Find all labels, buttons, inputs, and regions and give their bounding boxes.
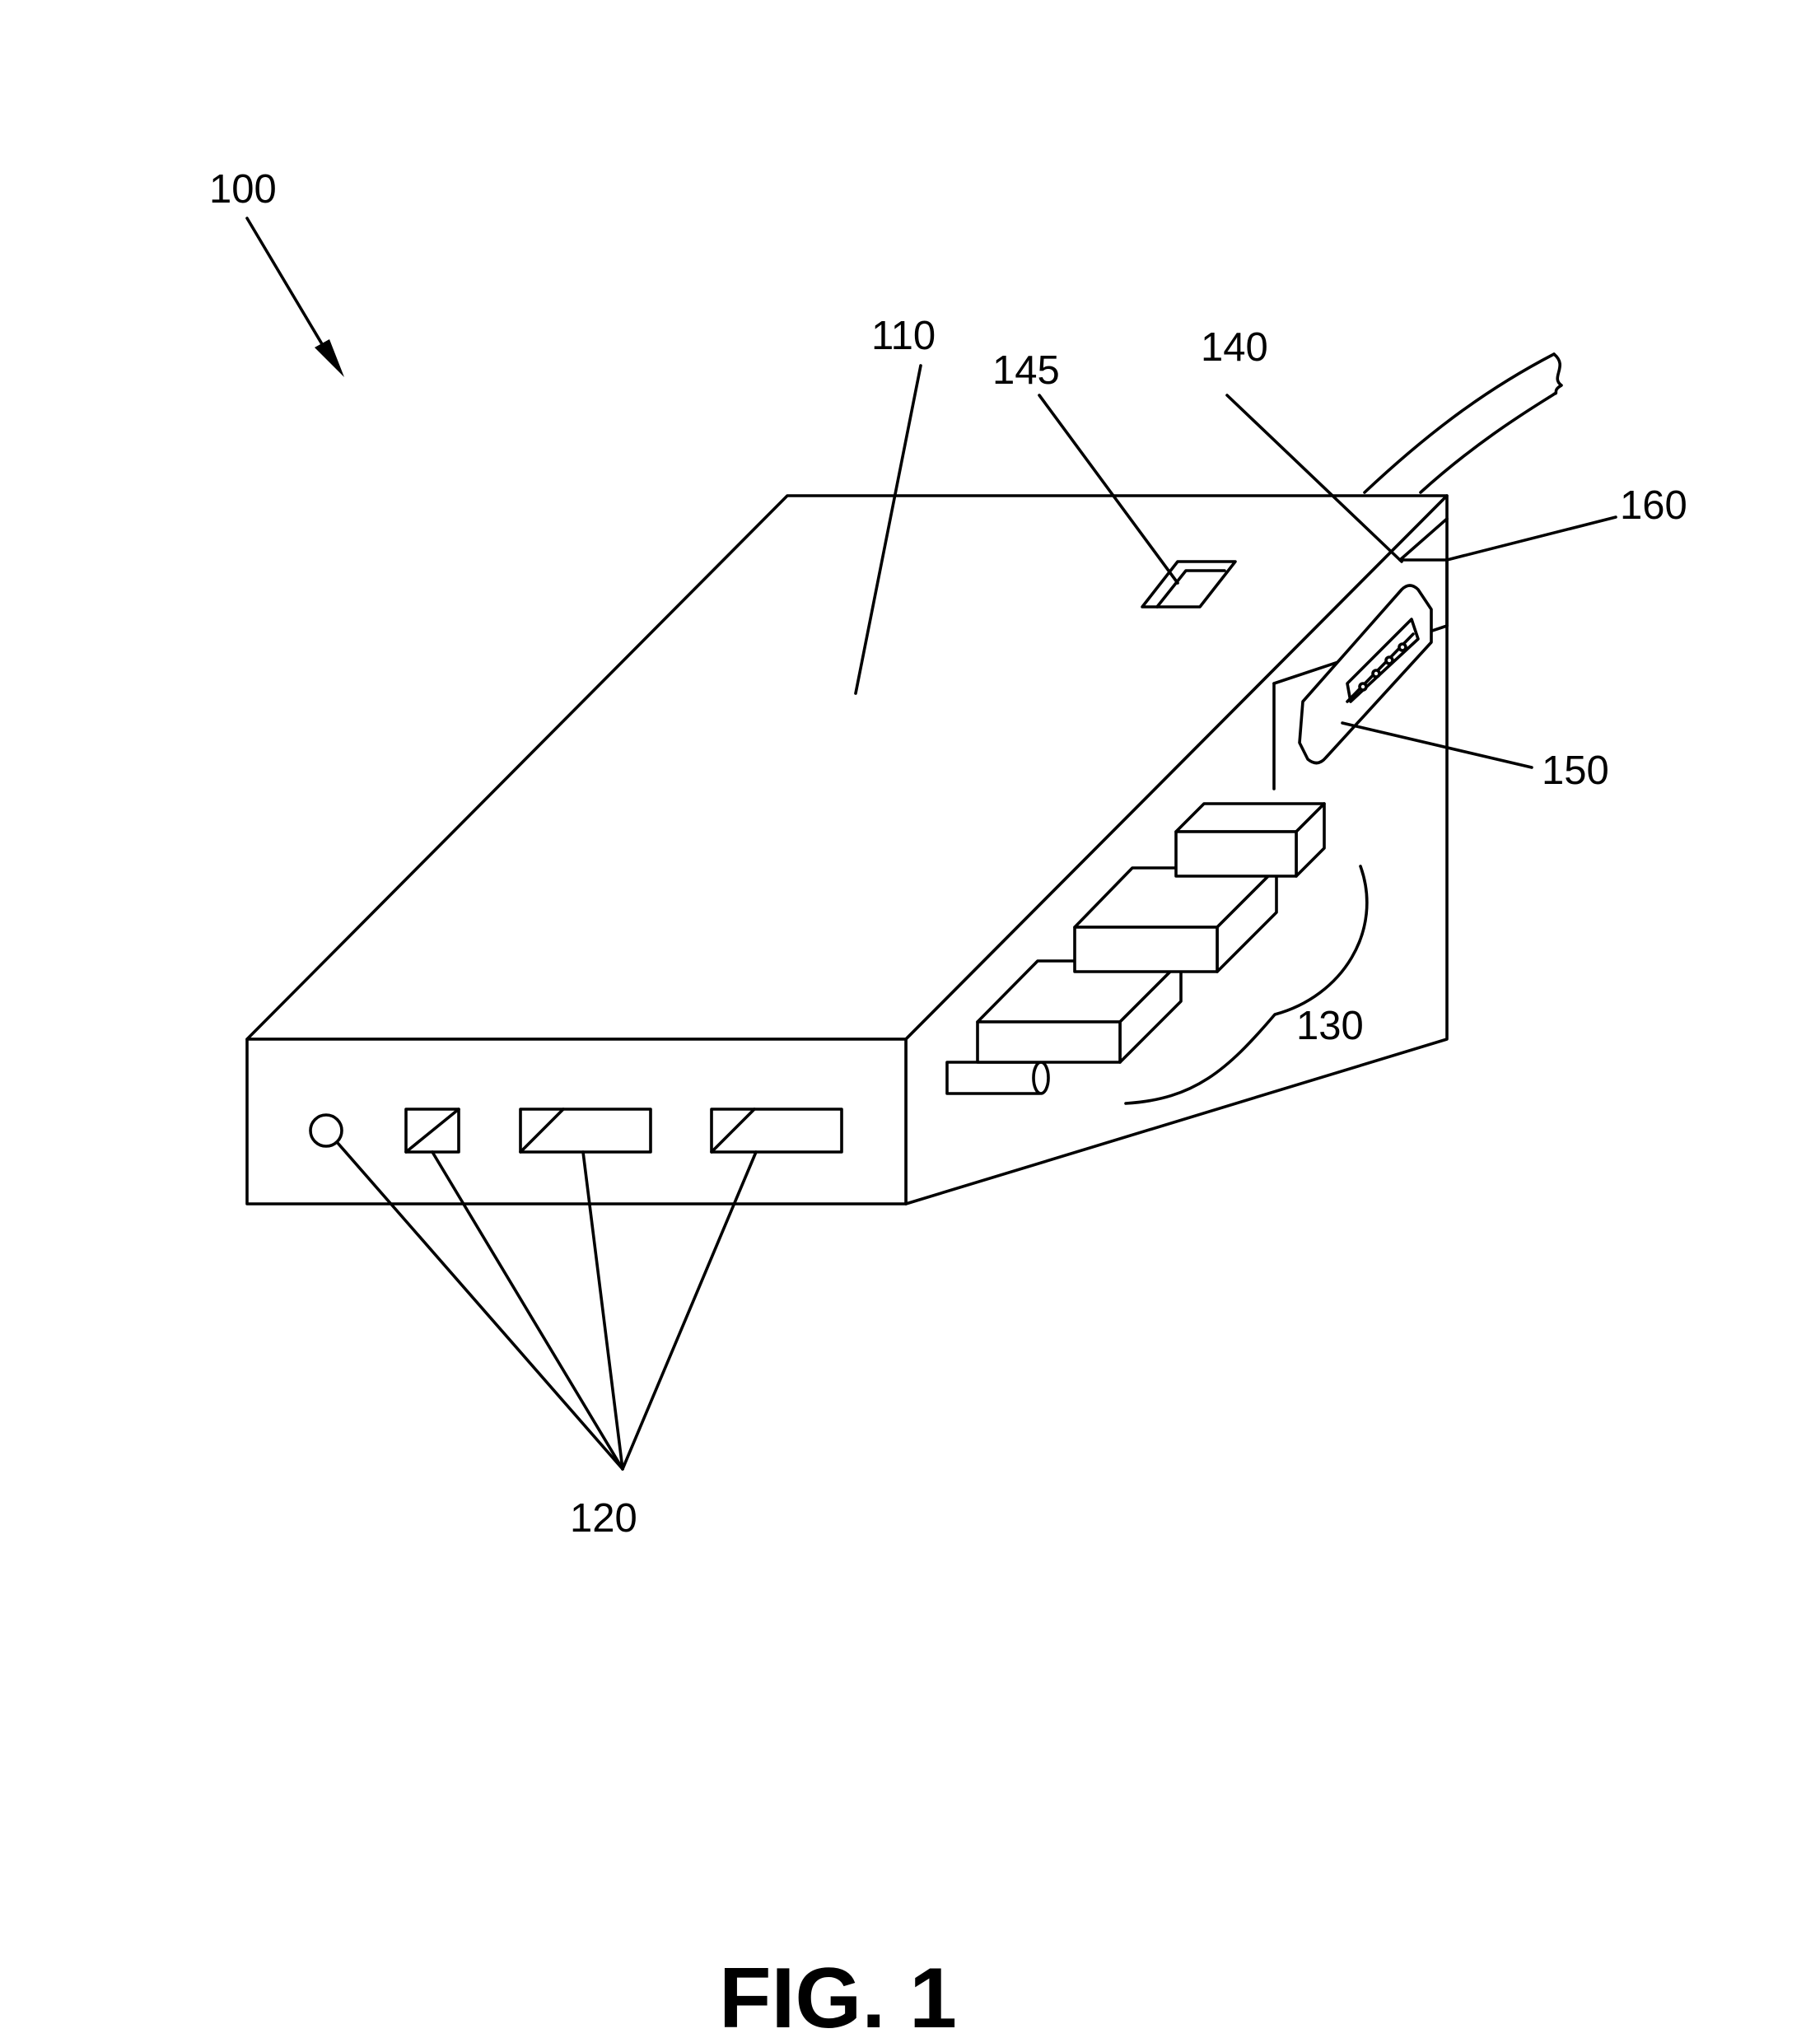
front-port-round (310, 1115, 342, 1146)
ref-150: 150 (1542, 749, 1609, 793)
ref-145: 145 (992, 348, 1060, 393)
leader-160 (1447, 517, 1616, 560)
side-port-pin (947, 1062, 1048, 1094)
figure-caption: FIG. 1 (719, 1951, 957, 2038)
ref-160: 160 (1620, 483, 1687, 528)
cable (1365, 354, 1561, 492)
ref-110: 110 (871, 314, 936, 358)
arrowhead-100 (315, 339, 344, 377)
side-port-block-3 (1176, 804, 1324, 876)
ref-100: 100 (209, 167, 277, 212)
ref-140: 140 (1201, 325, 1268, 370)
ref-130: 130 (1296, 1004, 1364, 1048)
leader-100 (247, 218, 332, 361)
ref-120: 120 (570, 1496, 637, 1541)
